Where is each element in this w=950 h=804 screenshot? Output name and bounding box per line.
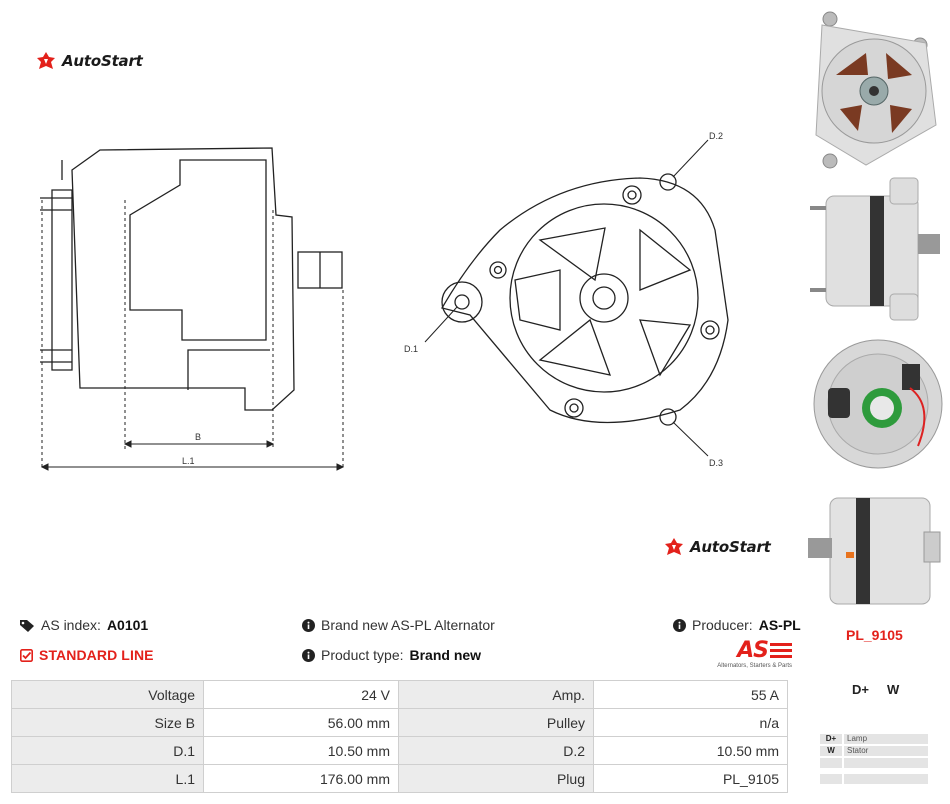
product-description: Brand new AS-PL Alternator: [302, 617, 495, 633]
product-type: Product type: Brand new: [302, 647, 481, 663]
as-index-value: A0101: [106, 617, 149, 633]
legend-row: [820, 758, 928, 768]
product-type-label: Product type:: [321, 647, 404, 663]
hole-d1-label: D.1: [404, 344, 418, 354]
spec-value: n/a: [593, 708, 788, 737]
product-photo-rear: [806, 326, 944, 476]
pin-dplus: D+: [852, 682, 869, 697]
info-icon: [302, 648, 315, 662]
producer: Producer: AS-PL: [673, 617, 801, 633]
spec-label: D.2: [398, 736, 594, 765]
technical-drawing: B L.1 D.1 D.2 D.3: [40, 131, 729, 471]
as-pl-logo: AS Alternators, Starters & Parts: [704, 640, 792, 669]
autostart-logo-icon: [37, 52, 55, 69]
brand-name: AutoStart: [62, 52, 143, 70]
plug-pins: D+ W: [852, 682, 899, 697]
legend-row: D+Lamp: [820, 734, 928, 744]
spec-table: Voltage 24 V Amp. 55 A Size B 56.00 mm P…: [11, 680, 788, 793]
spec-value: 24 V: [203, 680, 399, 709]
description-text: Brand new AS-PL Alternator: [321, 617, 495, 633]
table-row: L.1 176.00 mm Plug PL_9105: [11, 764, 788, 793]
table-row: Voltage 24 V Amp. 55 A: [11, 680, 788, 709]
product-photo-side: [806, 176, 944, 322]
spec-value: PL_9105: [593, 764, 788, 793]
stripes-icon: [770, 643, 792, 658]
producer-value: AS-PL: [758, 617, 801, 633]
dim-b-label: B: [195, 432, 201, 442]
product-type-value: Brand new: [409, 647, 482, 663]
spec-label: D.1: [11, 736, 204, 765]
pin-w: W: [886, 682, 900, 697]
legend-row: [820, 774, 928, 784]
as-logo-tagline: Alternators, Starters & Parts: [717, 663, 792, 669]
brand-logo-bottom: AutoStart: [664, 537, 771, 557]
as-logo-mark: AS: [737, 638, 769, 663]
spec-value: 56.00 mm: [203, 708, 399, 737]
brand-name: AutoStart: [690, 538, 771, 556]
brand-logo-top: AutoStart: [36, 51, 143, 71]
table-row: D.1 10.50 mm D.2 10.50 mm: [11, 736, 788, 765]
standard-line-text: STANDARD LINE: [39, 647, 154, 663]
checkbox-check-icon: [20, 648, 33, 662]
standard-line-badge: STANDARD LINE: [20, 647, 154, 663]
table-row: Size B 56.00 mm Pulley n/a: [11, 708, 788, 737]
product-photo-top: [806, 484, 944, 610]
hole-d2-label: D.2: [709, 131, 723, 141]
product-photo-front: [806, 5, 944, 171]
spec-label: Pulley: [398, 708, 594, 737]
tag-icon: [20, 619, 34, 632]
spec-label: L.1: [11, 764, 204, 793]
spec-label: Amp.: [398, 680, 594, 709]
dim-l1-label: L.1: [182, 456, 195, 466]
info-icon: [673, 618, 686, 632]
info-icon: [302, 618, 315, 632]
spec-value: 10.50 mm: [593, 736, 788, 765]
as-index-label: AS index:: [41, 617, 101, 633]
producer-label: Producer:: [692, 617, 753, 633]
spec-label: Size B: [11, 708, 204, 737]
spec-value: 55 A: [593, 680, 788, 709]
hole-d3-label: D.3: [709, 458, 723, 468]
spec-value: 10.50 mm: [203, 736, 399, 765]
as-index: AS index: A0101: [20, 617, 148, 633]
autostart-logo-icon: [665, 538, 683, 555]
spec-label: Plug: [398, 764, 594, 793]
plug-code: PL_9105: [846, 627, 903, 643]
spec-value: 176.00 mm: [203, 764, 399, 793]
spec-label: Voltage: [11, 680, 204, 709]
